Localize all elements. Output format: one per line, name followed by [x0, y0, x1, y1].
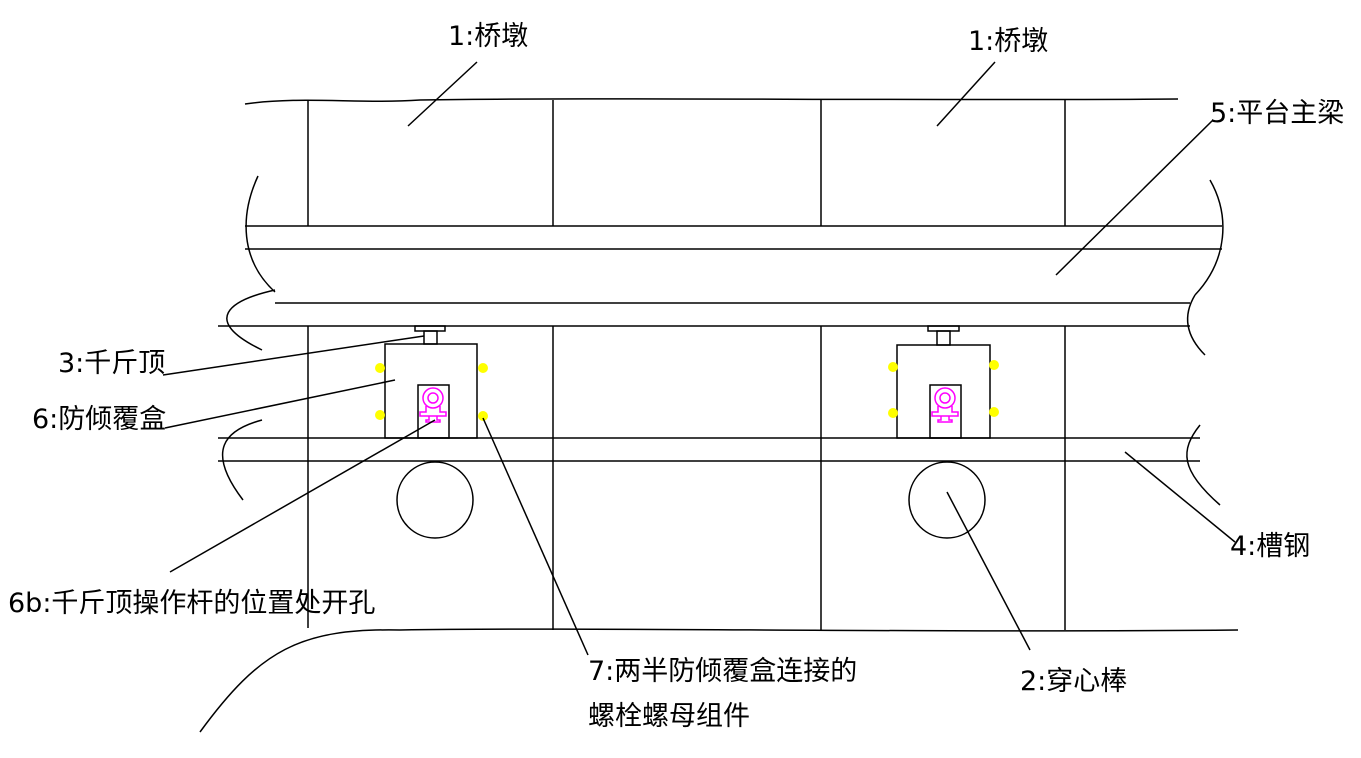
- label-core-rod: 2:穿心棒: [1020, 666, 1127, 697]
- jack-handle-icon: [419, 387, 447, 423]
- label-jack: 3:千斤顶: [58, 348, 165, 379]
- jack-handle-icon: [931, 387, 959, 423]
- label-platform-beam: 5:平台主梁: [1210, 98, 1344, 129]
- platform-main-beam: [218, 175, 1224, 356]
- label-pier-left: 1:桥墩: [448, 21, 528, 52]
- core-rod-right: [908, 461, 986, 539]
- label-bolt-line1: 7:两半防倾覆盒连接的: [588, 656, 857, 687]
- label-opening: 6b:千斤顶操作杆的位置处开孔: [8, 588, 375, 619]
- pier-verticals: [307, 100, 1066, 630]
- core-rod-left: [396, 461, 474, 539]
- label-channel-steel: 4:槽钢: [1230, 531, 1310, 562]
- leader-lines: [162, 61, 1236, 656]
- bolt-dots-right: [888, 360, 999, 418]
- label-cover-box: 6:防倾覆盒: [32, 404, 166, 435]
- label-bolt-line2: 螺栓螺母组件: [588, 701, 750, 732]
- bolt-dots-left: [375, 363, 488, 421]
- label-pier-right: 1:桥墩: [968, 26, 1048, 57]
- jack-assembly-right: [888, 325, 999, 439]
- pier-bottom-outline: [199, 628, 1239, 733]
- pier-top-outline: [244, 98, 1179, 105]
- channel-steel: [218, 419, 1221, 506]
